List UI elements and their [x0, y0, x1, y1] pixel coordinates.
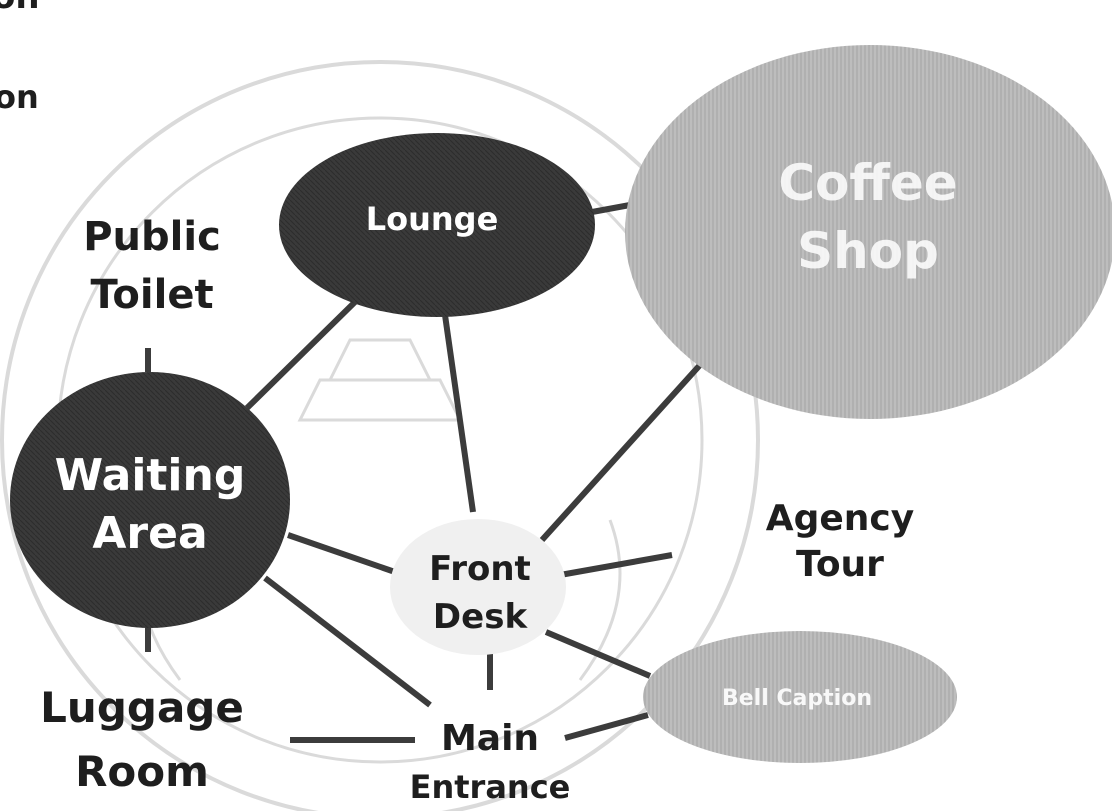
connector-coffee-shop-front-desk — [539, 362, 703, 543]
connector-front-desk-agency-tour — [559, 552, 673, 578]
luggage-room-label-line2: Room — [75, 747, 209, 796]
node-waiting-area — [10, 372, 290, 628]
node-bell-caption — [643, 631, 957, 763]
agency-tour-label-line1: Agency — [766, 498, 914, 539]
front-desk-label-line2: Desk — [433, 597, 529, 637]
coffee-shop-label-line2: Shop — [797, 222, 939, 280]
main-entrance-label-line2: Entrance — [410, 768, 571, 806]
node-coffee-shop — [625, 45, 1112, 419]
connector-lounge-front-desk — [442, 314, 476, 513]
header-fragment-side: on — [0, 78, 39, 116]
connector-front-desk-bell-caption — [544, 629, 652, 679]
connector-waiting-area-front-desk — [287, 532, 396, 575]
front-desk-label-line1: Front — [429, 549, 531, 589]
bell-caption-label: Bell Caption — [722, 686, 872, 711]
node-front-desk — [390, 519, 566, 655]
agency-tour-label-line2: Tour — [796, 544, 884, 585]
waiting-area-label-line2: Area — [92, 508, 207, 559]
luggage-room-label-line1: Luggage — [40, 683, 244, 732]
connector-waiting-area-main-entrance — [263, 575, 432, 708]
waiting-area-label-line1: Waiting — [55, 450, 246, 501]
public-toilet-label-line1: Public — [83, 214, 221, 260]
coffee-shop-label-line1: Coffee — [778, 154, 957, 212]
connector-lounge-coffee-shop — [591, 202, 631, 215]
connector-lounge-waiting-area — [244, 297, 360, 411]
connector-main-entrance-bell-caption — [564, 712, 649, 741]
node-lounge — [279, 133, 595, 317]
main-entrance-label-line1: Main — [441, 718, 539, 759]
header-fragment-top: on — [0, 0, 40, 17]
lounge-label: Lounge — [366, 200, 499, 238]
public-toilet-label-line2: Toilet — [90, 272, 213, 318]
